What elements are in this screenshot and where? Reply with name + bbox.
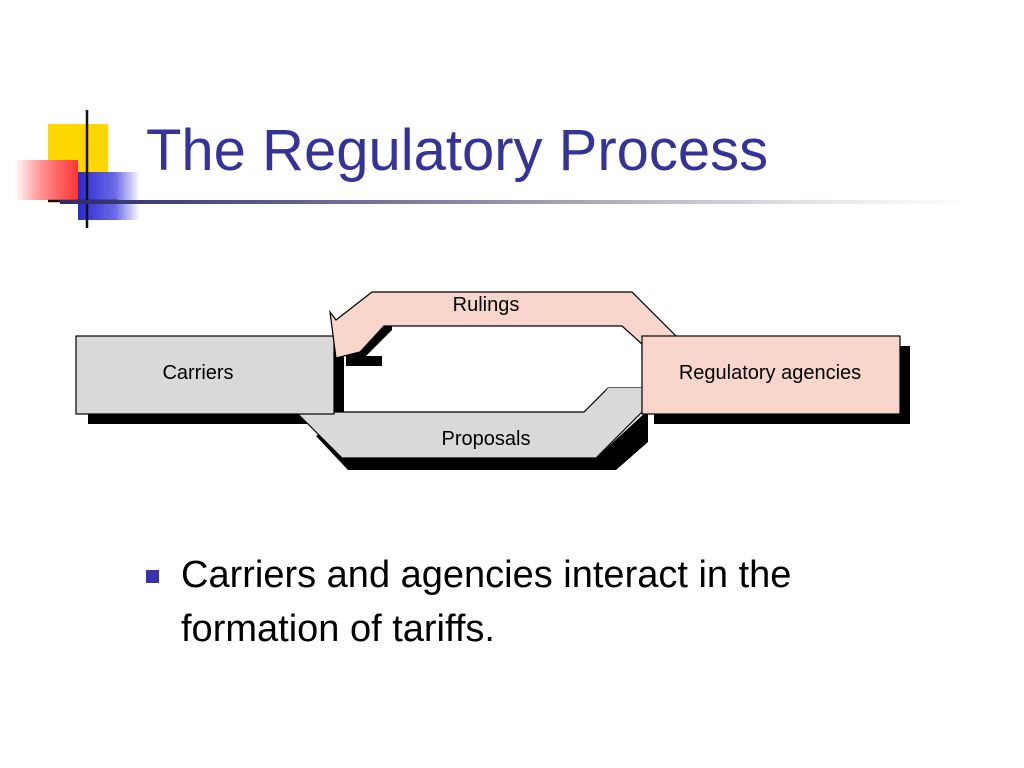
square-bullet-icon [146, 570, 159, 583]
deco-blue-square [78, 172, 140, 220]
slide-title: The Regulatory Process [146, 118, 769, 183]
agencies-box [641, 335, 901, 415]
carriers-box [75, 335, 335, 415]
proposals-label: Proposals [442, 428, 531, 450]
proposals-arrowhead [596, 388, 642, 424]
deco-red-square [14, 160, 78, 200]
title-decoration [14, 110, 140, 228]
title-underline [60, 200, 970, 204]
rulings-label: Rulings [453, 294, 520, 316]
bullet-text: Carriers and agencies interact in the fo… [181, 554, 792, 650]
agencies-label: Regulatory agencies [679, 362, 861, 384]
bullet-list: Carriers and agencies interact in the fo… [146, 548, 946, 656]
regulatory-process-diagram: Carriers Regulatory agencies Rulings Pro… [75, 291, 910, 470]
carriers-label: Carriers [162, 362, 233, 384]
bullet-item: Carriers and agencies interact in the fo… [146, 548, 946, 656]
